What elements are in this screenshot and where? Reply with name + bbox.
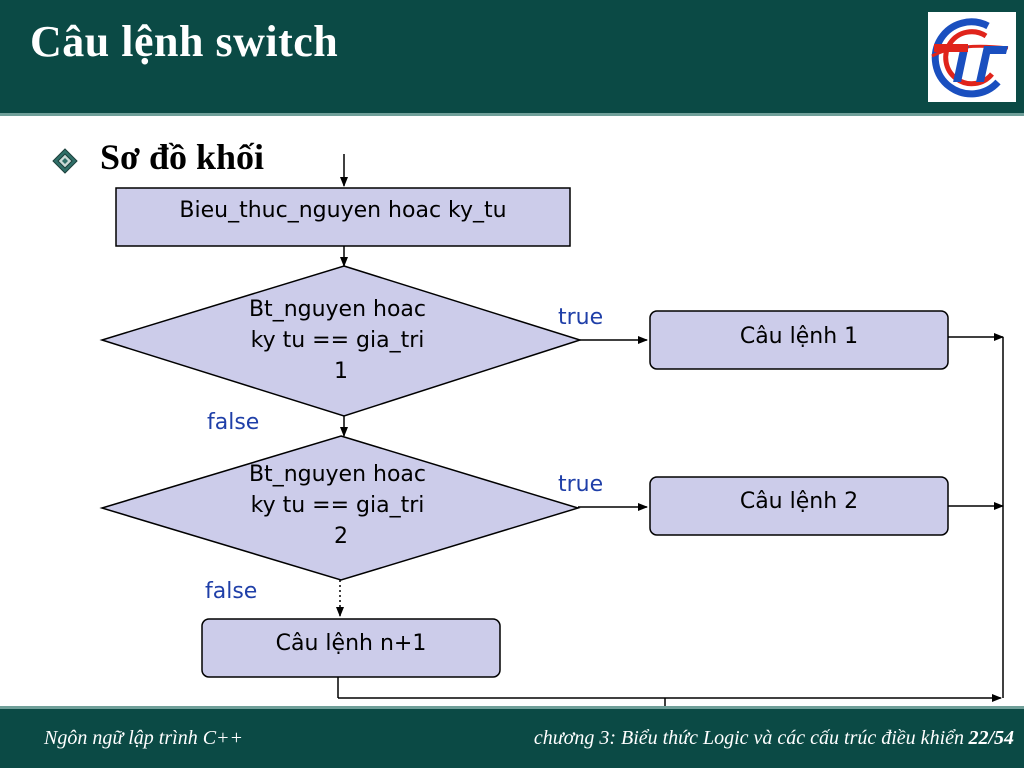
slide-title: Câu lệnh switch (30, 17, 339, 66)
false-label-1: false (207, 410, 259, 435)
logo (928, 12, 1016, 102)
bullet-text: Sơ đồ khối (100, 137, 265, 177)
footer-chapter-title: chương 3: Biểu thức Logic và các cấu trú… (533, 727, 964, 749)
action-2-label: Câu lệnh 2 (740, 489, 858, 514)
true-label-2: true (558, 472, 603, 497)
true-label-1: true (558, 305, 603, 330)
decision-2 (99, 435, 581, 581)
footer-course-title: Ngôn ngữ lập trình C++ (44, 727, 244, 749)
footer-bar (0, 709, 1024, 768)
action-1-label: Câu lệnh 1 (740, 324, 858, 349)
default-action-label: Câu lệnh n+1 (276, 631, 427, 656)
decision-1-label: Bt_nguyen hoac ky tu == gia_tri 1 (249, 297, 433, 384)
default-action-box (201, 618, 501, 678)
header-divider (0, 113, 1024, 116)
bullet-diamond-icon (52, 148, 78, 179)
decision-2-label: Bt_nguyen hoac ky tu == gia_tri 2 (249, 462, 433, 549)
footer-page-number: 22/54 (968, 727, 1014, 749)
expression-box (115, 187, 571, 247)
expression-box-label: Bieu_thuc_nguyen hoac ky_tu (179, 198, 506, 223)
footer-divider (0, 706, 1024, 709)
header-bar (0, 0, 1024, 113)
action-1-box (649, 310, 949, 370)
false-label-2: false (205, 579, 257, 604)
logo-graphic (931, 18, 1009, 98)
